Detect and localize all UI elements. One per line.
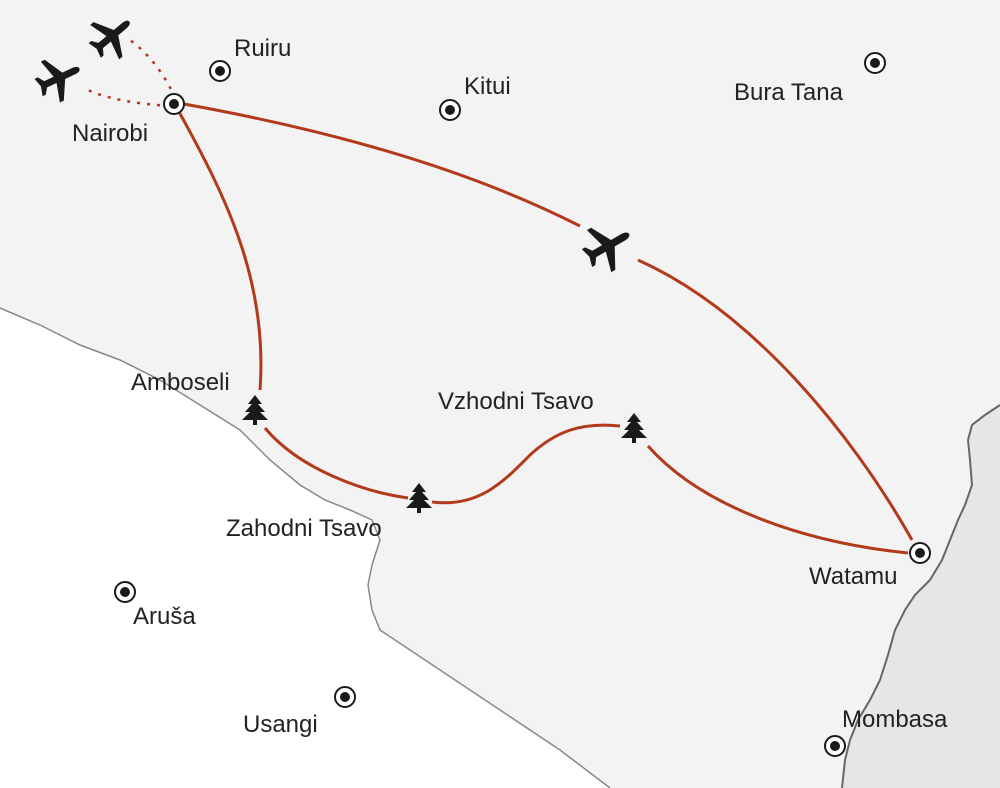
city-label-kitui: Kitui	[464, 73, 511, 100]
city-marker-icon	[209, 60, 231, 82]
city-label-watamu: Watamu	[809, 563, 897, 590]
city-label-vzhodni-tsavo: Vzhodni Tsavo	[438, 388, 594, 415]
land-tanzania	[0, 308, 610, 788]
sea	[842, 405, 1000, 788]
city-label-nairobi: Nairobi	[72, 120, 148, 147]
city-label-zahodni-tsavo: Zahodni Tsavo	[226, 515, 382, 542]
country-border	[0, 307, 611, 788]
city-label-mombasa: Mombasa	[842, 706, 948, 733]
city-label-amboseli: Amboseli	[131, 369, 230, 396]
city-marker-icon	[909, 542, 931, 564]
city-label-ruiru: Ruiru	[234, 35, 291, 62]
coastline	[841, 404, 1000, 788]
city-marker-icon	[824, 735, 846, 757]
city-marker-icon	[439, 99, 461, 121]
city-marker-icon	[334, 686, 356, 708]
city-label-arusa: Aruša	[133, 603, 196, 630]
route-watamu-nairobi-flight	[183, 102, 914, 541]
route-tsavo-watamu	[646, 445, 909, 555]
city-label-usangi: Usangi	[243, 711, 318, 738]
city-marker-icon	[114, 581, 136, 603]
route-amboseli-tsavo	[263, 423, 621, 505]
city-marker-icon	[163, 93, 185, 115]
city-marker-icon	[864, 52, 886, 74]
city-label-bura-tana: Bura Tana	[734, 79, 844, 106]
route-nairobi-amboseli	[176, 109, 263, 391]
